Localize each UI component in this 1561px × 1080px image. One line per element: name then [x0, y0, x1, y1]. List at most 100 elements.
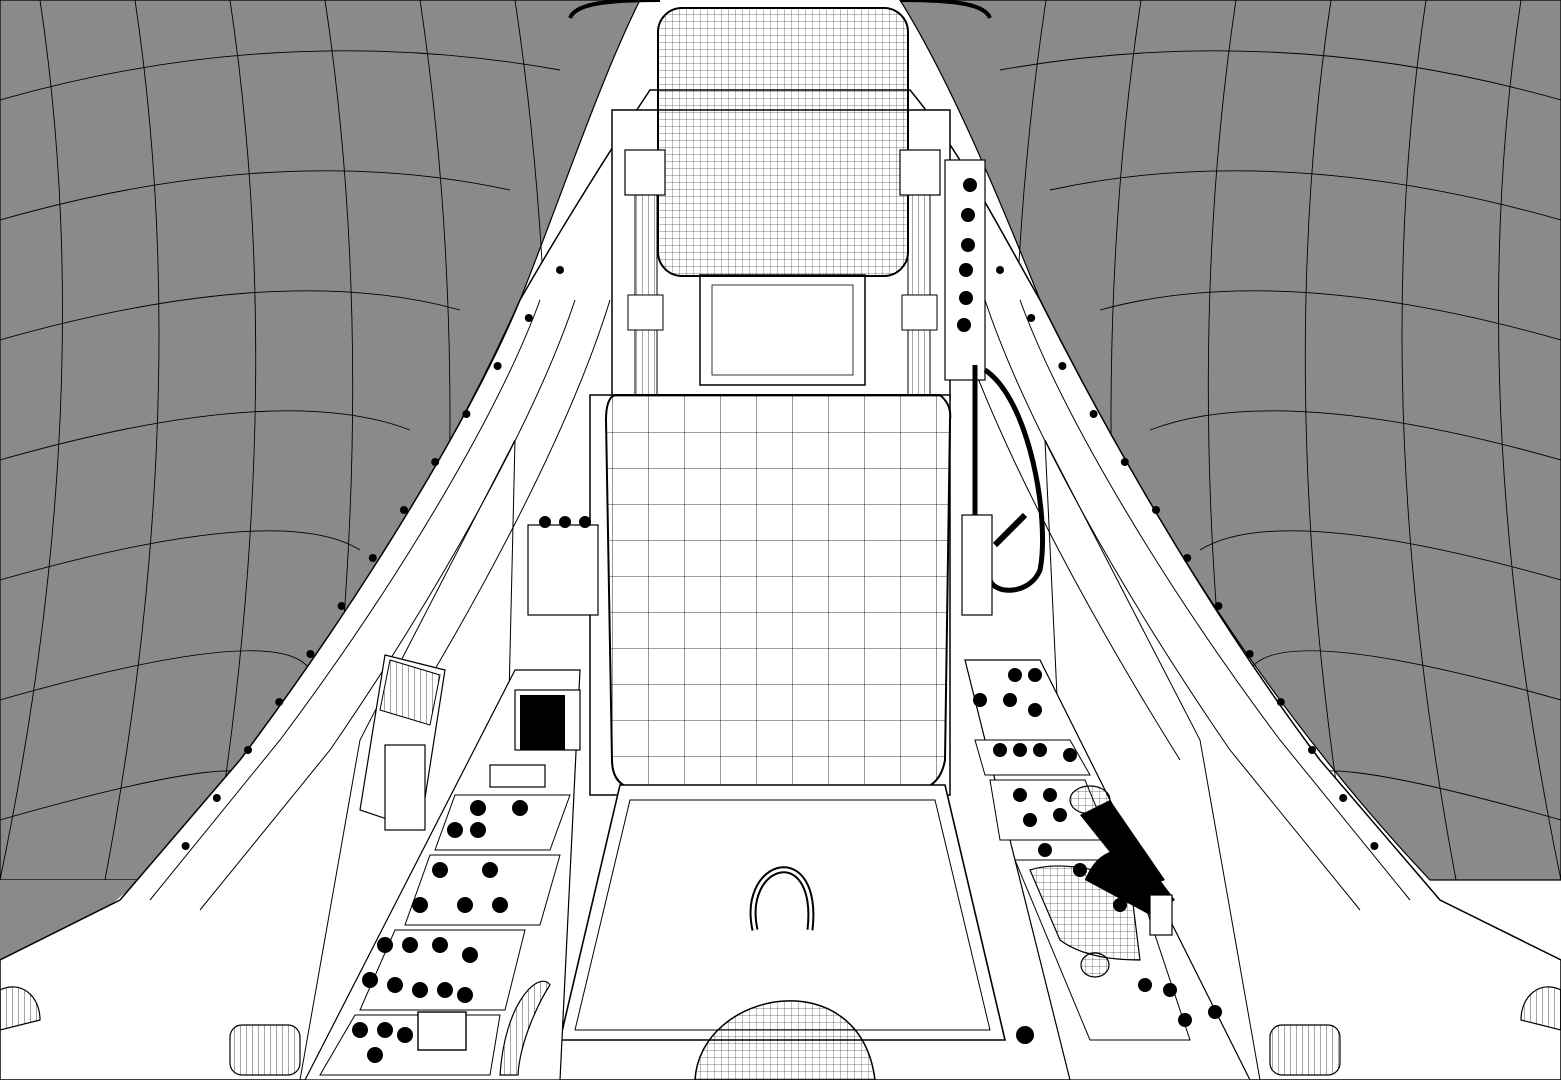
- rivet: [1370, 842, 1379, 850]
- canopy-grid-line: [1304, 0, 1352, 881]
- toggle-switch: [993, 743, 1007, 757]
- toggle-switch: [387, 977, 403, 993]
- toggle-switch: [1038, 843, 1052, 857]
- rivet: [275, 698, 284, 706]
- toggle-switch: [512, 800, 528, 816]
- rivet: [400, 506, 408, 514]
- rivet: [181, 842, 190, 850]
- toggle-switch: [1098, 873, 1112, 887]
- rivet: [212, 794, 221, 802]
- canopy-frame-bow: [568, 0, 992, 19]
- rivet: [1183, 554, 1192, 562]
- rivet: [368, 554, 377, 562]
- rivet: [1089, 410, 1098, 418]
- lower-right-fitting: [1016, 986, 1561, 1076]
- ejection-seat-headrest: [611, 7, 951, 401]
- toggle-switch: [1178, 1013, 1192, 1027]
- toggle-switch: [1028, 703, 1042, 717]
- canopy-grid-line: [999, 50, 1561, 101]
- canopy-grid-line: [0, 170, 511, 221]
- canopy-grid-line: [0, 50, 561, 101]
- toggle-switch: [1033, 743, 1047, 757]
- canopy-grid-line: [1401, 0, 1457, 881]
- toggle-switch: [1023, 813, 1037, 827]
- canopy-grid-line: [0, 650, 311, 701]
- canopy-grid-line: [1249, 650, 1561, 701]
- toggle-switch: [1113, 898, 1127, 912]
- toggle-switch: [1043, 788, 1057, 802]
- toggle-switch: [412, 982, 428, 998]
- toggle-switch: [462, 947, 478, 963]
- toggle-switch: [1138, 978, 1152, 992]
- canopy-grid-line: [209, 0, 257, 881]
- toggle-switch: [457, 897, 473, 913]
- toggle-switch: [397, 1027, 413, 1043]
- right-cable-assembly: [961, 365, 1045, 616]
- left-sidewall-bracket: [359, 654, 446, 831]
- toggle-switch: [1013, 788, 1027, 802]
- toggle-switch: [1163, 983, 1177, 997]
- rivet: [524, 314, 533, 322]
- toggle-switch: [482, 862, 498, 878]
- ejection-seat-pan: [558, 784, 1007, 1080]
- toggle-switch: [457, 987, 473, 1003]
- toggle-switch: [1008, 668, 1022, 682]
- toggle-switch: [1013, 743, 1027, 757]
- canopy-grid-line: [0, 530, 361, 581]
- rivet: [1152, 506, 1160, 514]
- toggle-switch: [437, 982, 453, 998]
- ejection-seat-back: [589, 394, 952, 796]
- toggle-switch: [432, 937, 448, 953]
- canopy-grid-line: [1199, 530, 1561, 581]
- toggle-switch: [362, 972, 378, 988]
- rivet: [1308, 746, 1316, 754]
- canopy-grid-line: [0, 410, 411, 461]
- toggle-switch: [1028, 668, 1042, 682]
- toggle-switch: [470, 822, 486, 838]
- rivet: [244, 746, 252, 754]
- rivet: [1120, 458, 1129, 466]
- rivet: [1027, 314, 1036, 322]
- rivet: [1058, 362, 1067, 370]
- right-console-switches: [973, 668, 1192, 1027]
- rivet: [1214, 602, 1223, 610]
- rivet: [996, 266, 1004, 274]
- toggle-switch: [402, 937, 418, 953]
- lower-left-fitting: [0, 986, 301, 1076]
- toggle-switch: [470, 800, 486, 816]
- rivet: [1276, 698, 1285, 706]
- rivet: [1339, 794, 1348, 802]
- rivet: [556, 266, 564, 274]
- toggle-switch: [377, 937, 393, 953]
- toggle-switch: [973, 693, 987, 707]
- canopy-grid-line: [0, 0, 63, 881]
- canopy-grid-line: [1498, 0, 1561, 881]
- left-console-switches: [352, 800, 528, 1063]
- toggle-switch: [412, 897, 428, 913]
- toggle-switch: [492, 897, 508, 913]
- toggle-switch: [352, 1022, 368, 1038]
- sill-rivets: [181, 266, 1379, 850]
- canopy-grid-line: [1149, 410, 1561, 461]
- rivet: [1245, 650, 1254, 658]
- toggle-switch: [432, 862, 448, 878]
- canopy-grid-line: [1099, 290, 1561, 341]
- right-upper-knob-strip: [944, 159, 986, 381]
- canopy-grid-line: [104, 0, 160, 881]
- rivet: [306, 650, 315, 658]
- canopy-grid-line: [1049, 170, 1561, 221]
- toggle-switch: [1053, 808, 1067, 822]
- rivet: [431, 458, 440, 466]
- rivet: [462, 410, 471, 418]
- toggle-switch: [1073, 863, 1087, 877]
- rivet: [337, 602, 346, 610]
- left-floor-wheel: [499, 980, 551, 1076]
- toggle-switch: [367, 1047, 383, 1063]
- right-console: [964, 659, 1251, 1080]
- toggle-switch: [447, 822, 463, 838]
- toggle-switch: [377, 1022, 393, 1038]
- rivet: [493, 362, 502, 370]
- toggle-switch: [1003, 693, 1017, 707]
- left-junction-box: [527, 516, 599, 616]
